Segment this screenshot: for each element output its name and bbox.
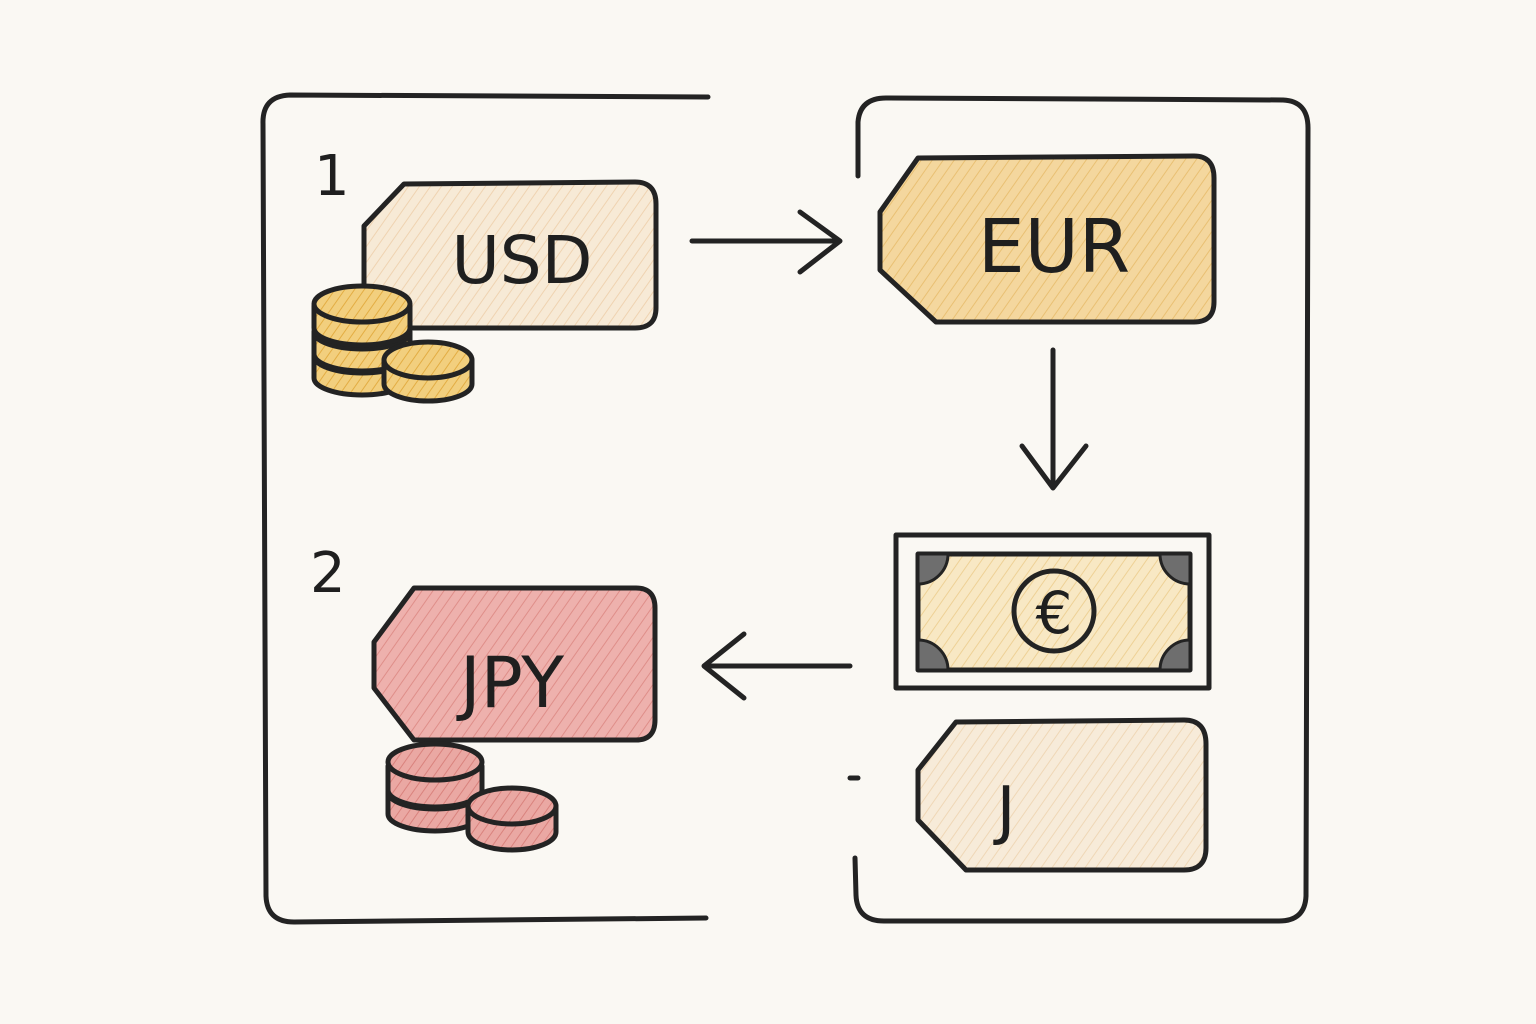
banknote-corner-top-left <box>916 552 950 586</box>
banknote-corner-bottom-right <box>1158 638 1192 672</box>
eur-currency-tag: EUR <box>877 153 1217 325</box>
gold-coin-stack-icon <box>311 283 475 404</box>
gold-coin-stack-short <box>381 339 475 404</box>
step-number-1: 1 <box>314 144 350 209</box>
red-coin-stack-icon <box>385 741 559 853</box>
step-number-2: 2 <box>310 541 346 606</box>
j-tag-shape <box>915 717 1209 873</box>
banknote-corner-bottom-left <box>916 638 950 672</box>
banknote-euro-symbol: € <box>1036 579 1073 647</box>
right-panel-frame <box>852 95 1311 924</box>
j-currency-tag: J <box>915 717 1209 873</box>
jpy-tag-shape <box>371 585 658 743</box>
usd-currency-tag: USD <box>361 179 659 331</box>
arrow-left-icon <box>701 631 853 701</box>
usd-tag-shape <box>361 179 659 331</box>
j-tag-label: J <box>993 774 1016 848</box>
left-panel-frame <box>260 92 711 925</box>
arrow-down-icon <box>1019 347 1089 491</box>
banknote-corner-top-right <box>1158 552 1192 586</box>
banknote-euro-circle <box>1011 568 1097 654</box>
eur-tag-label: EUR <box>978 204 1130 290</box>
jpy-currency-tag: JPY <box>371 585 658 743</box>
arrow-right-icon <box>689 209 843 275</box>
red-coin-stack-short <box>465 785 559 853</box>
jpy-tag-label: JPY <box>456 642 564 724</box>
red-coin-stack-tall <box>385 741 485 834</box>
euro-banknote-icon: € <box>893 532 1212 691</box>
usd-tag-label: USD <box>451 222 592 299</box>
eur-tag-shape <box>877 153 1217 325</box>
